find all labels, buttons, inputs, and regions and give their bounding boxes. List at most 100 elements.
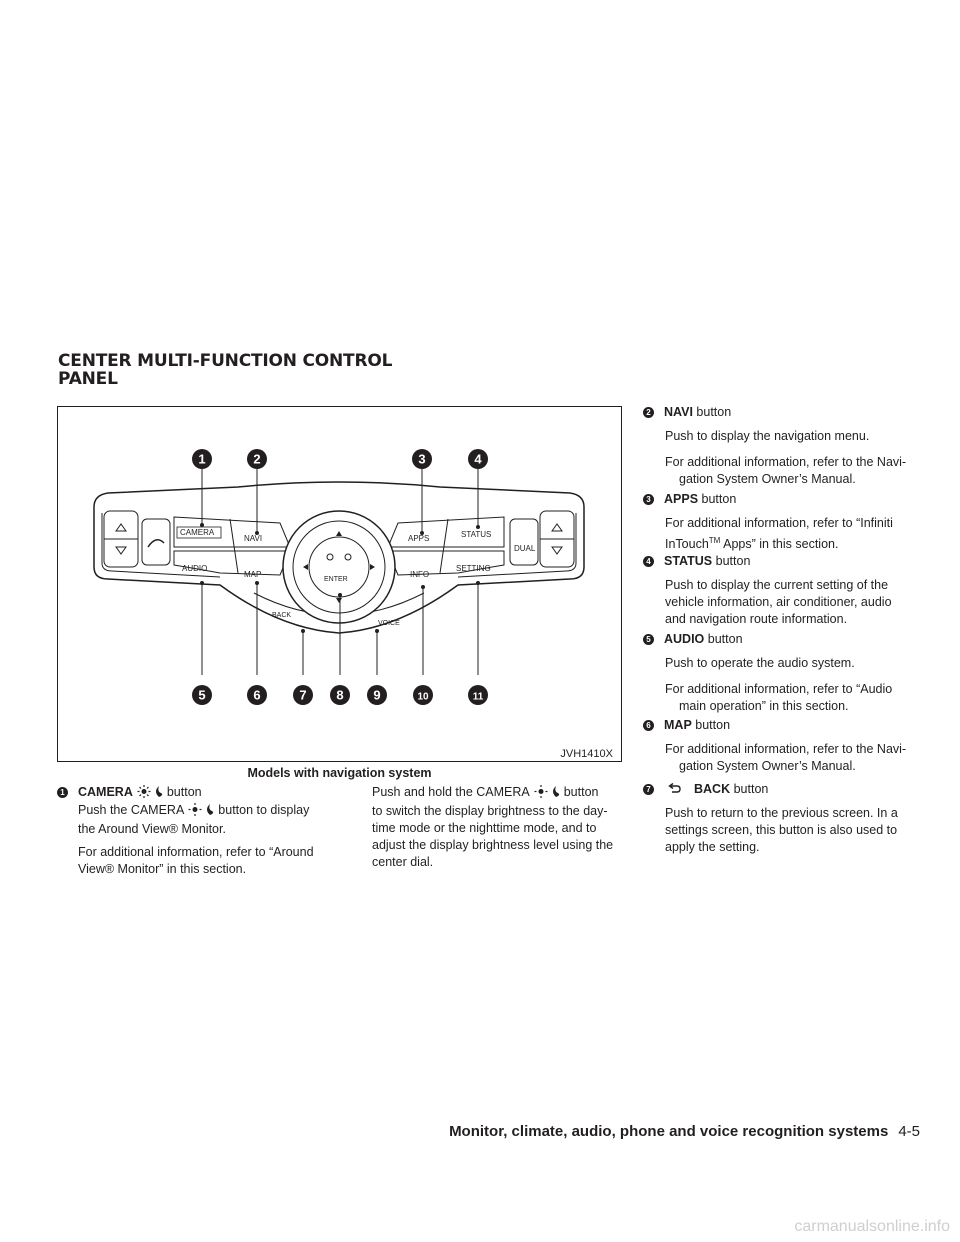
callout-label-2: 2 <box>253 452 260 467</box>
panel-label-status: STATUS <box>461 530 491 539</box>
text-line: For additional information, refer to the… <box>665 455 907 469</box>
camera-brightness-icon <box>532 785 562 803</box>
callout-label-1: 1 <box>198 452 205 467</box>
text-line: View® Monitor” in this section. <box>78 862 247 876</box>
panel-label-voice: VOICE <box>378 620 400 627</box>
text-line: For additional information, refer to “In… <box>665 516 893 530</box>
camera-brightness-icon <box>135 785 165 803</box>
callout-number: 1 <box>57 787 68 798</box>
item-status-suffix: button <box>715 554 751 568</box>
callout-marker-4 <box>468 449 488 469</box>
panel-label-enter: ENTER <box>324 576 348 583</box>
text-line: center dial. <box>372 855 434 869</box>
text-line: Push to operate the audio system. <box>665 656 855 670</box>
callout-number: 6 <box>643 720 654 731</box>
text-line: For additional information, refer to the… <box>665 742 907 756</box>
item-map-name: MAP <box>664 718 692 732</box>
airflow-icon <box>147 539 165 548</box>
callout-label-10: 10 <box>417 692 429 703</box>
callout-label-8: 8 <box>336 688 343 703</box>
callout-number: 5 <box>643 634 654 645</box>
temp-down-icon <box>115 546 127 555</box>
callout-label-3: 3 <box>418 452 425 467</box>
text-line: time mode or the nighttime mode, and to <box>372 821 597 835</box>
text-line: InTouch <box>665 537 709 552</box>
item-navi-name: NAVI <box>664 405 693 419</box>
item-map-text: For additional information, refer to the… <box>665 741 935 775</box>
item-back-suffix: button <box>733 782 769 796</box>
item-status-name: STATUS <box>664 554 713 568</box>
item-map-heading: 6 MAP button <box>643 717 730 734</box>
text-line: For additional information, refer to “Ar… <box>78 845 314 859</box>
footer-chapter-title: Monitor, climate, audio, phone and voice… <box>449 1123 889 1140</box>
panel-label-map: MAP <box>244 570 261 579</box>
panel-label-info: INFO <box>410 570 429 579</box>
callout-marker-10 <box>413 685 433 705</box>
page-footer: Monitor, climate, audio, phone and voice… <box>440 1123 920 1140</box>
panel-label-navi: NAVI <box>244 534 262 543</box>
item-apps-text: For additional information, refer to “In… <box>665 515 935 553</box>
figure-code: JVH1410X <box>560 748 613 760</box>
text-line: adjust the display brightness level usin… <box>372 838 614 852</box>
panel-label-dual: DUAL <box>514 544 536 553</box>
callout-number: 4 <box>643 556 654 567</box>
text-line: gation System Owner’s Manual. <box>679 759 856 773</box>
callout-label-6: 6 <box>253 688 260 703</box>
text-line: Apps” in this section. <box>720 537 839 552</box>
item-apps-name: APPS <box>664 492 699 506</box>
control-panel-illustration: CAMERA NAVI APPS STATUS DUAL AUDIO MAP I… <box>93 449 585 705</box>
item-apps-suffix: button <box>701 492 737 506</box>
callout-label-7: 7 <box>299 688 306 703</box>
camera-brightness-icon <box>186 803 216 821</box>
callout-label-9: 9 <box>373 688 380 703</box>
callout-label-4: 4 <box>474 452 482 467</box>
callout-number: 7 <box>643 784 654 795</box>
text-line: Push to display the current setting of t… <box>665 578 889 592</box>
callout-marker-5 <box>192 685 212 705</box>
text-line: settings screen, this button is also use… <box>665 823 898 837</box>
item-audio-text: Push to operate the audio system. For ad… <box>665 655 935 715</box>
watermark: carmanualsonline.info <box>794 1218 950 1235</box>
text-line: For additional information, refer to “Au… <box>665 682 893 696</box>
item-navi-text: Push to display the navigation menu. For… <box>665 428 935 488</box>
callout-marker-2 <box>247 449 267 469</box>
item-map-suffix: button <box>695 718 731 732</box>
left-fan-button <box>141 518 171 566</box>
enter-button-shape <box>308 536 370 598</box>
figure-caption: Models with navigation system <box>247 766 432 780</box>
text-line: to switch the display brightness to the … <box>372 804 608 818</box>
callout-marker-6 <box>247 685 267 705</box>
callout-label-5: 5 <box>198 688 205 703</box>
temp-down-icon <box>551 546 563 555</box>
dual-button <box>509 518 539 566</box>
callout-marker-3 <box>412 449 432 469</box>
item-camera-suffix: button <box>166 785 202 799</box>
temp-up-icon <box>115 523 127 532</box>
text-line: gation System Owner’s Manual. <box>679 472 856 486</box>
temp-up-icon <box>551 523 563 532</box>
item-status-text: Push to display the current setting of t… <box>665 577 935 628</box>
text-line: Push to display the navigation menu. <box>665 429 870 443</box>
callout-marker-7 <box>293 685 313 705</box>
control-panel-figure: CAMERA NAVI APPS STATUS DUAL AUDIO MAP I… <box>57 406 622 762</box>
section-title: CENTER MULTI-FUNCTION CONTROL PANEL <box>58 352 478 388</box>
zoom-out-icon <box>326 553 334 561</box>
text-line: and navigation route information. <box>665 612 848 626</box>
panel-label-apps: APPS <box>408 534 429 543</box>
panel-label-back: BACK <box>272 612 291 619</box>
section-title-line-1: CENTER MULTI-FUNCTION CONTROL <box>58 351 393 371</box>
section-title-line-2: PANEL <box>58 369 118 389</box>
zoom-in-icon <box>344 553 352 561</box>
item-back-text: Push to return to the previous screen. I… <box>665 805 935 856</box>
trademark-superscript: TM <box>708 536 721 545</box>
item-back-name: BACK <box>694 782 731 796</box>
text-line: the Around View® Monitor. <box>78 822 226 836</box>
text-line: Push and hold the CAMERA <box>372 785 530 799</box>
panel-label-setting: SETTING <box>456 564 491 573</box>
